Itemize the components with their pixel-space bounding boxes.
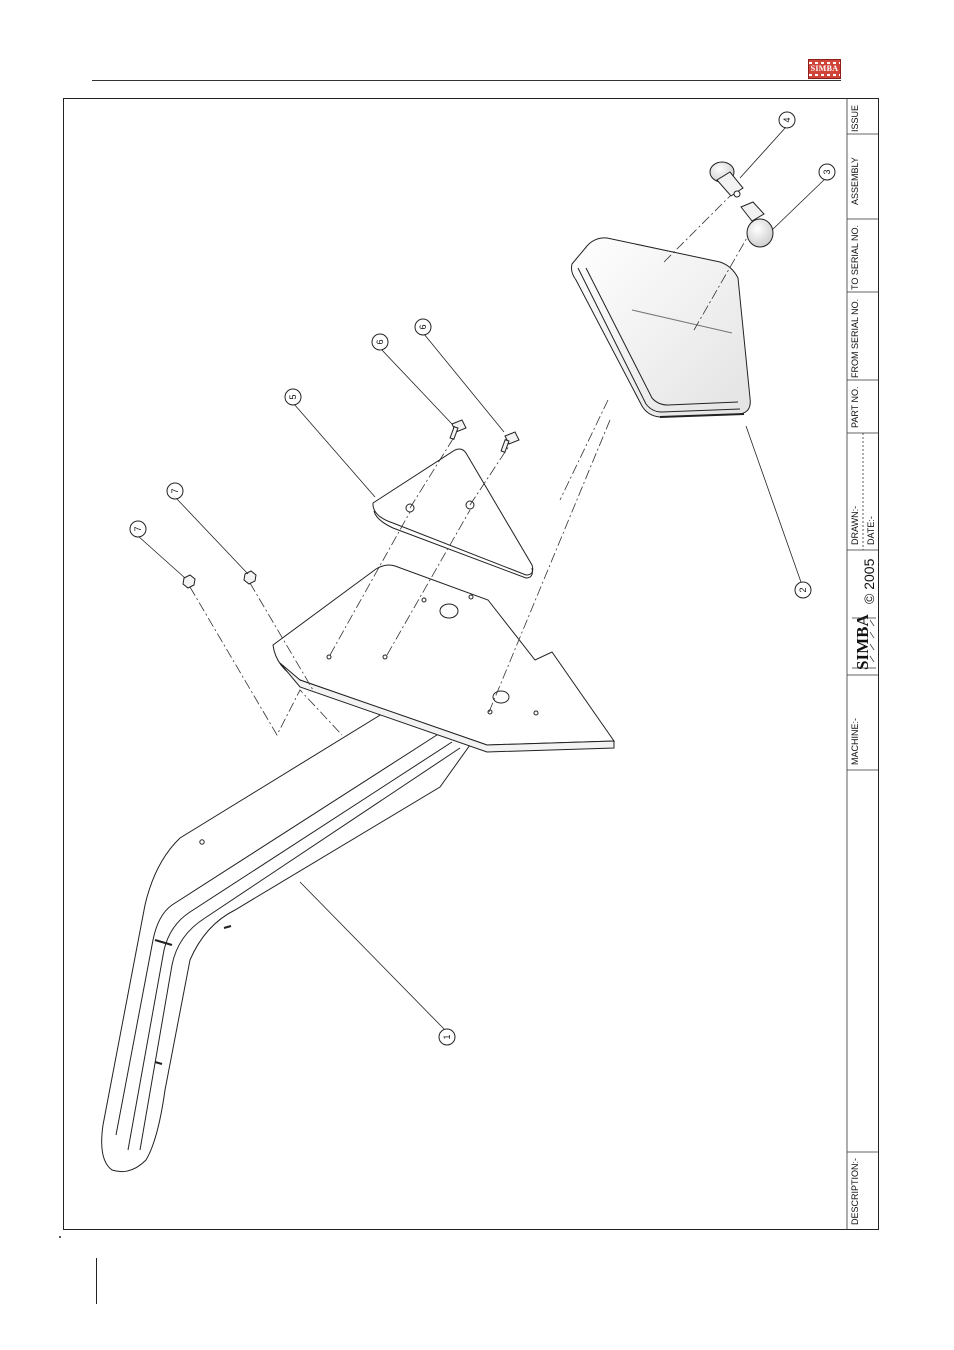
svg-text:2: 2 xyxy=(798,587,808,592)
to-serial-label: TO SERIAL NO. xyxy=(850,225,860,290)
bulb-4 xyxy=(710,162,743,197)
bolts xyxy=(450,420,519,452)
callout-5: 5 xyxy=(285,389,301,405)
callout-4: 4 xyxy=(779,112,795,128)
machine-label: MACHINE:- xyxy=(850,718,860,765)
callout-3: 3 xyxy=(819,164,835,180)
callout-7b: 7 xyxy=(130,521,146,537)
callout-1: 1 xyxy=(439,1029,455,1045)
description-label: DESCRIPTION:- xyxy=(850,1158,860,1225)
part-no-label: PART NO. xyxy=(850,386,860,428)
callout-6a: 6 xyxy=(372,334,388,350)
assembly-label: ASSEMBLY xyxy=(850,157,860,205)
mounting-plate xyxy=(273,565,614,752)
lamp-housing xyxy=(572,238,751,417)
callout-6b: 6 xyxy=(415,319,431,335)
callout-2: 2 xyxy=(795,582,811,598)
title-block-brand: SIMBA xyxy=(853,614,872,670)
page-margin-rule xyxy=(96,1258,97,1304)
svg-text:6: 6 xyxy=(375,339,385,344)
date-label: DATE:- xyxy=(866,516,876,545)
triangle-reflector xyxy=(373,449,533,578)
copyright-text: © 2005 xyxy=(861,558,877,604)
svg-text:7: 7 xyxy=(133,526,143,531)
svg-text:5: 5 xyxy=(288,394,298,399)
callout-7a: 7 xyxy=(167,483,183,499)
drawn-label: DRAWN:- xyxy=(850,506,860,545)
brand-logo-text: SIMBA xyxy=(811,64,839,73)
from-serial-label: FROM SERIAL NO. xyxy=(850,299,860,378)
page-mark xyxy=(59,1236,61,1238)
title-block-labels: ISSUE ASSEMBLY TO SERIAL NO. FROM SERIAL… xyxy=(850,105,877,1225)
nuts xyxy=(183,571,256,588)
issue-label: ISSUE xyxy=(850,105,860,132)
svg-text:4: 4 xyxy=(782,117,792,122)
svg-text:1: 1 xyxy=(442,1034,452,1039)
svg-text:3: 3 xyxy=(822,169,832,174)
svg-text:6: 6 xyxy=(418,324,428,329)
bracket-arm xyxy=(102,709,470,1172)
svg-text:7: 7 xyxy=(170,488,180,493)
